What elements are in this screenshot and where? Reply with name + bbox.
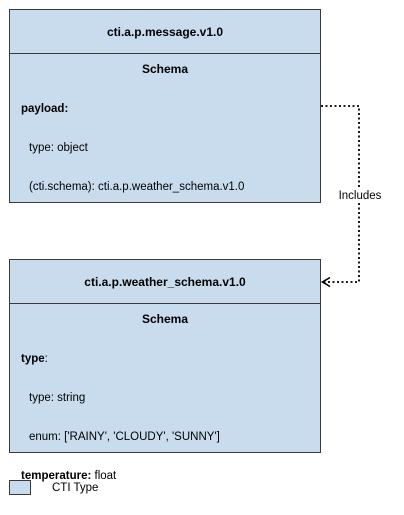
schema-line-payload-type: type: object	[29, 142, 88, 154]
message-schema-content: payload: type: object (cti.schema): cti.…	[21, 77, 244, 220]
schema-key-type: type	[21, 353, 45, 365]
message-type-box[interactable]: cti.a.p.message.v1.0 Schema payload: typ…	[9, 9, 321, 203]
schema-line-enum: enum: ['RAINY', 'CLOUDY', 'SUNNY']	[29, 431, 220, 443]
message-schema-title: Schema	[141, 62, 189, 76]
message-schema-section: Schema payload: type: object (cti.schema…	[10, 54, 320, 202]
schema-line-payload-cti-schema: (cti.schema): cti.a.p.weather_schema.v1.…	[29, 181, 245, 193]
includes-edge-label: Includes	[334, 189, 386, 203]
weather-schema-title: Schema	[141, 312, 189, 326]
weather-schema-type-box[interactable]: cti.a.p.weather_schema.v1.0 Schema type:…	[9, 259, 321, 482]
schema-key-payload: payload:	[21, 103, 69, 115]
includes-arrowhead-icon	[320, 276, 331, 288]
schema-key-temperature: temperature:	[21, 470, 92, 482]
schema-value-temperature: float	[91, 470, 117, 482]
weather-schema-content: type: type: string enum: ['RAINY', 'CLOU…	[21, 327, 220, 509]
legend-cti-type-label: CTI Type	[52, 482, 99, 494]
legend-cti-type-swatch	[9, 480, 31, 495]
schema-line-type-string: type: string	[29, 392, 86, 404]
message-type-title: cti.a.p.message.v1.0	[10, 10, 320, 54]
schema-key-type-colon: :	[44, 353, 48, 365]
weather-schema-section: Schema type: type: string enum: ['RAINY'…	[10, 304, 320, 482]
weather-schema-type-title: cti.a.p.weather_schema.v1.0	[10, 260, 320, 304]
